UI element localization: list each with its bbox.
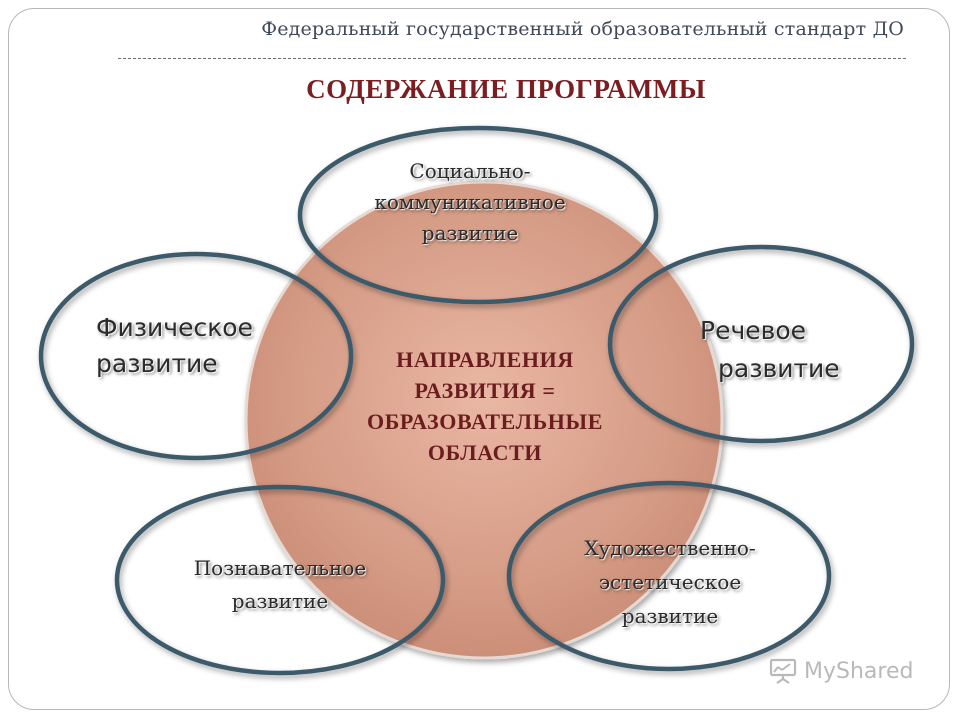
node-physical-label: Физическое развитие (82, 310, 296, 382)
node-line: развитие (96, 349, 218, 378)
node-line: Художественно- (584, 536, 756, 560)
header-divider (118, 58, 906, 59)
node-art-label: Художественно- эстетическое развитие (540, 531, 800, 633)
node-cognitive-label: Познавательное развитие (160, 552, 400, 618)
header-title: Федеральный государственный образователь… (261, 18, 904, 40)
center-label: НАПРАВЛЕНИЯ РАЗВИТИЯ = ОБРАЗОВАТЕЛЬНЫЕ О… (305, 344, 665, 468)
node-line: развитие (421, 221, 519, 245)
node-line: Физическое (96, 313, 253, 342)
node-line: развитие (231, 589, 329, 613)
node-line: коммуникативное (374, 190, 566, 214)
node-line: Познавательное (193, 556, 367, 580)
watermark: MyShared (768, 656, 913, 686)
page-title: СОДЕРЖАНИЕ ПРОГРАММЫ (306, 74, 706, 104)
center-line: РАЗВИТИЯ = (414, 378, 556, 403)
node-line: Социально- (409, 159, 531, 183)
node-line: эстетическое (598, 570, 742, 594)
center-line: НАПРАВЛЕНИЯ (396, 347, 574, 372)
ring-speech (607, 244, 915, 444)
node-line: развитие (718, 354, 840, 383)
node-line: развитие (621, 604, 719, 628)
ring-physical (38, 251, 354, 461)
presentation-board-icon (769, 658, 797, 684)
center-line: ОБЛАСТИ (427, 440, 543, 465)
node-speech-label: Речевое развитие (700, 312, 880, 388)
ring-social (297, 125, 659, 305)
ring-cognitive (114, 484, 446, 676)
watermark-text: MyShared (804, 658, 914, 684)
node-social-label: Социально- коммуникативное развитие (340, 156, 600, 249)
ring-art (506, 480, 832, 672)
center-circle (244, 180, 724, 660)
center-line: ОБРАЗОВАТЕЛЬНЫЕ (367, 409, 603, 434)
node-line: Речевое (700, 316, 807, 345)
